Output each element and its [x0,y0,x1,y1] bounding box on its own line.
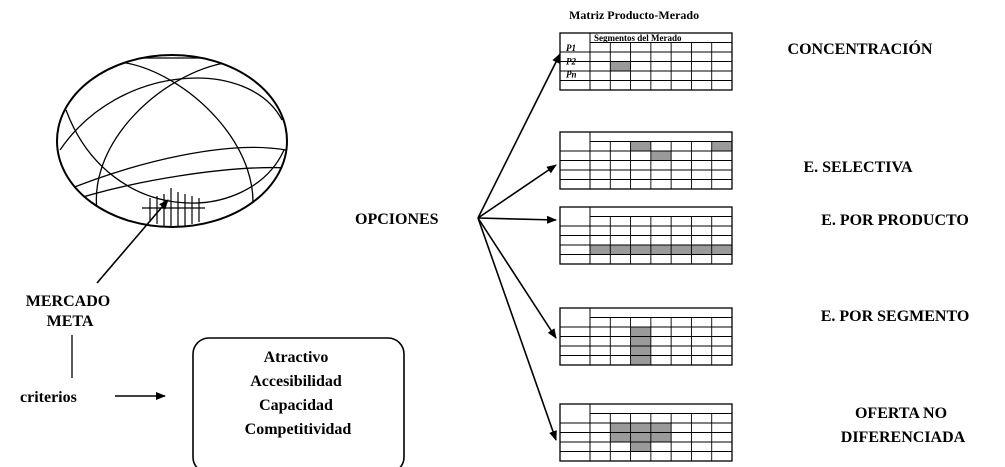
option-label-no-diferenciada: OFERTA NO DIFERENCIADA [841,405,966,446]
matrix-cell-shaded [650,423,672,433]
matrix-selectiva [559,131,733,190]
matrix-cell-shaded [650,245,672,255]
matrix-no-diferenciada [559,403,733,462]
matrix-por-producto [559,206,733,265]
options-hub-label: OPCIONES [355,211,439,228]
matrix-cell-shaded [610,245,631,255]
criteria-list: Atractivo Accesibilidad Capacidad Compet… [245,349,352,438]
matrix-cell-shaded [630,423,651,433]
matrix-cell-shaded [711,245,732,255]
matrix-cell-shaded [630,346,651,356]
target-segment-hatch [142,188,205,227]
matrix-por-segmento [559,307,733,366]
criteria-label: criterios [20,389,77,406]
matrix-cell-shaded [630,432,651,442]
target-to-globe-arrow [96,199,169,284]
option-label-selectiva: E. SELECTIVA [803,159,913,176]
matrix-cell-shaded [590,245,611,255]
option-label-por-segmento: E. POR SEGMENTO [821,308,970,325]
matrix-concentracion [559,32,733,91]
matrix-row-label: P1 [566,43,576,53]
option-label-concentracion: CONCENTRACIÓN [788,39,933,58]
matrix-cell-shaded [630,336,651,346]
matrix-cell-shaded [650,151,672,161]
matrix-cell-shaded [630,355,651,365]
matrix-row-label: Pn [566,70,577,80]
matrix-cell-shaded [630,327,651,337]
matrix-header-label: Segmentos del Merado [594,33,682,43]
criteria-box [192,337,405,467]
matrix-cell-shaded [650,432,672,442]
matrix-cell-shaded [630,245,651,255]
options-arrows [477,53,561,441]
matrix-cell-shaded [711,141,732,151]
matrix-row-label: P2 [566,56,576,66]
matrix-cell-shaded [671,245,692,255]
matrix-cell-shaded [691,245,712,255]
matrix-cell-shaded [630,442,651,452]
matrix-cell-shaded [610,432,631,442]
matrix-cell-shaded [630,141,651,151]
matrix-title: Matriz Producto-Merado [569,8,699,22]
target-market-label: MERCADO META [26,293,114,330]
matrix-cell-shaded [610,61,631,71]
market-globe-icon [56,54,288,228]
matrix-cell-shaded [610,423,631,433]
option-label-por-producto: E. POR PRODUCTO [821,212,969,229]
